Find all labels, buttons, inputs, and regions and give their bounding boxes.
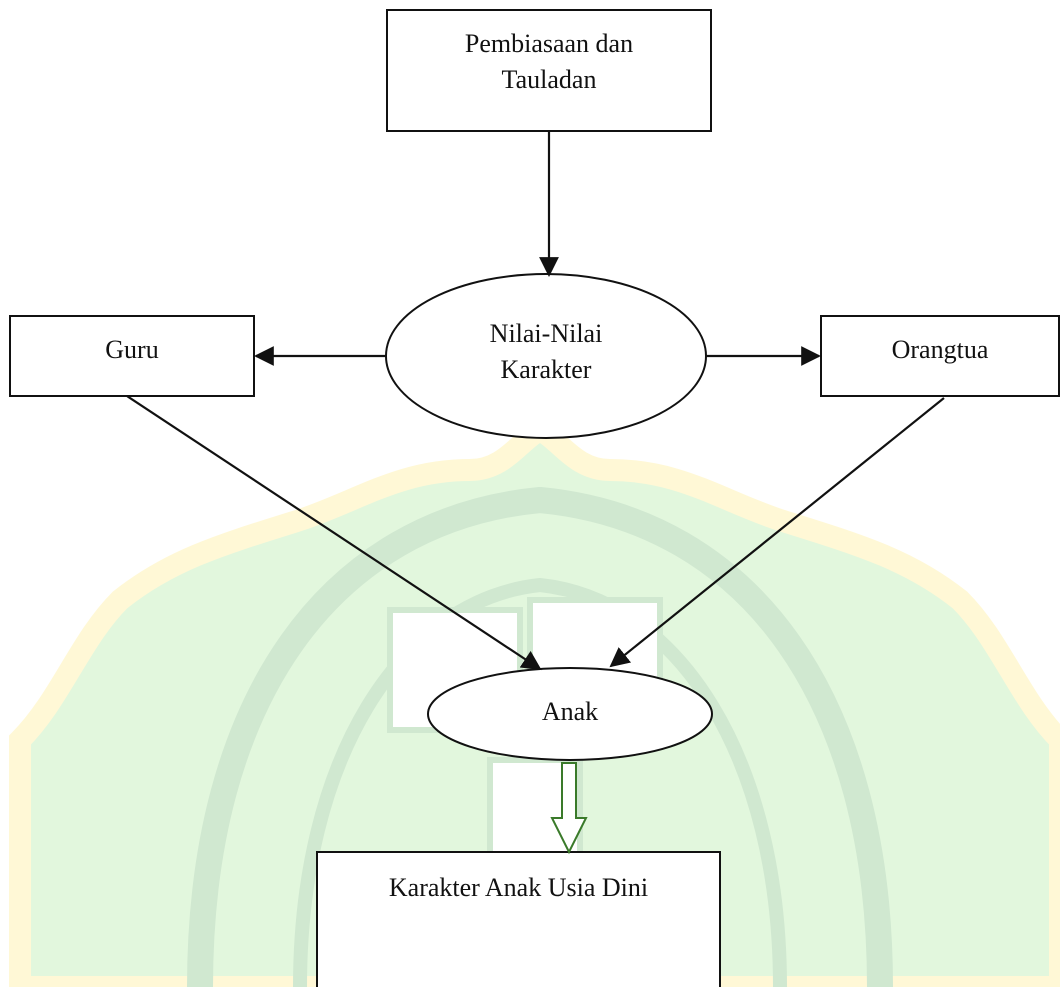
node-top-line1: Pembiasaan dan (464, 29, 634, 58)
arrow-left-to-child (126, 395, 542, 671)
watermark-inner-arch (293, 577, 787, 987)
node-center-line1: Nilai-Nilai (489, 319, 603, 348)
node-left-box (9, 315, 255, 397)
node-top-line2: Tauladan (501, 65, 597, 94)
node-top-label: Pembiasaan dan Tauladan (387, 26, 711, 98)
node-right-box (820, 315, 1060, 397)
node-top-box (386, 9, 712, 132)
node-left-label: Guru (105, 335, 159, 364)
node-result-box (316, 851, 721, 987)
node-child-ellipse (427, 667, 713, 761)
node-child-label: Anak (541, 697, 599, 726)
node-result-label: Karakter Anak Usia Dini (388, 873, 649, 902)
watermark-arch (187, 486, 893, 987)
arrow-right-to-child (609, 397, 945, 668)
node-right-label: Orangtua (891, 335, 989, 364)
hollow-arrow-child-to-result (550, 762, 588, 855)
node-center-line2: Karakter (500, 355, 592, 384)
node-center-label: Nilai-Nilai Karakter (406, 316, 686, 388)
